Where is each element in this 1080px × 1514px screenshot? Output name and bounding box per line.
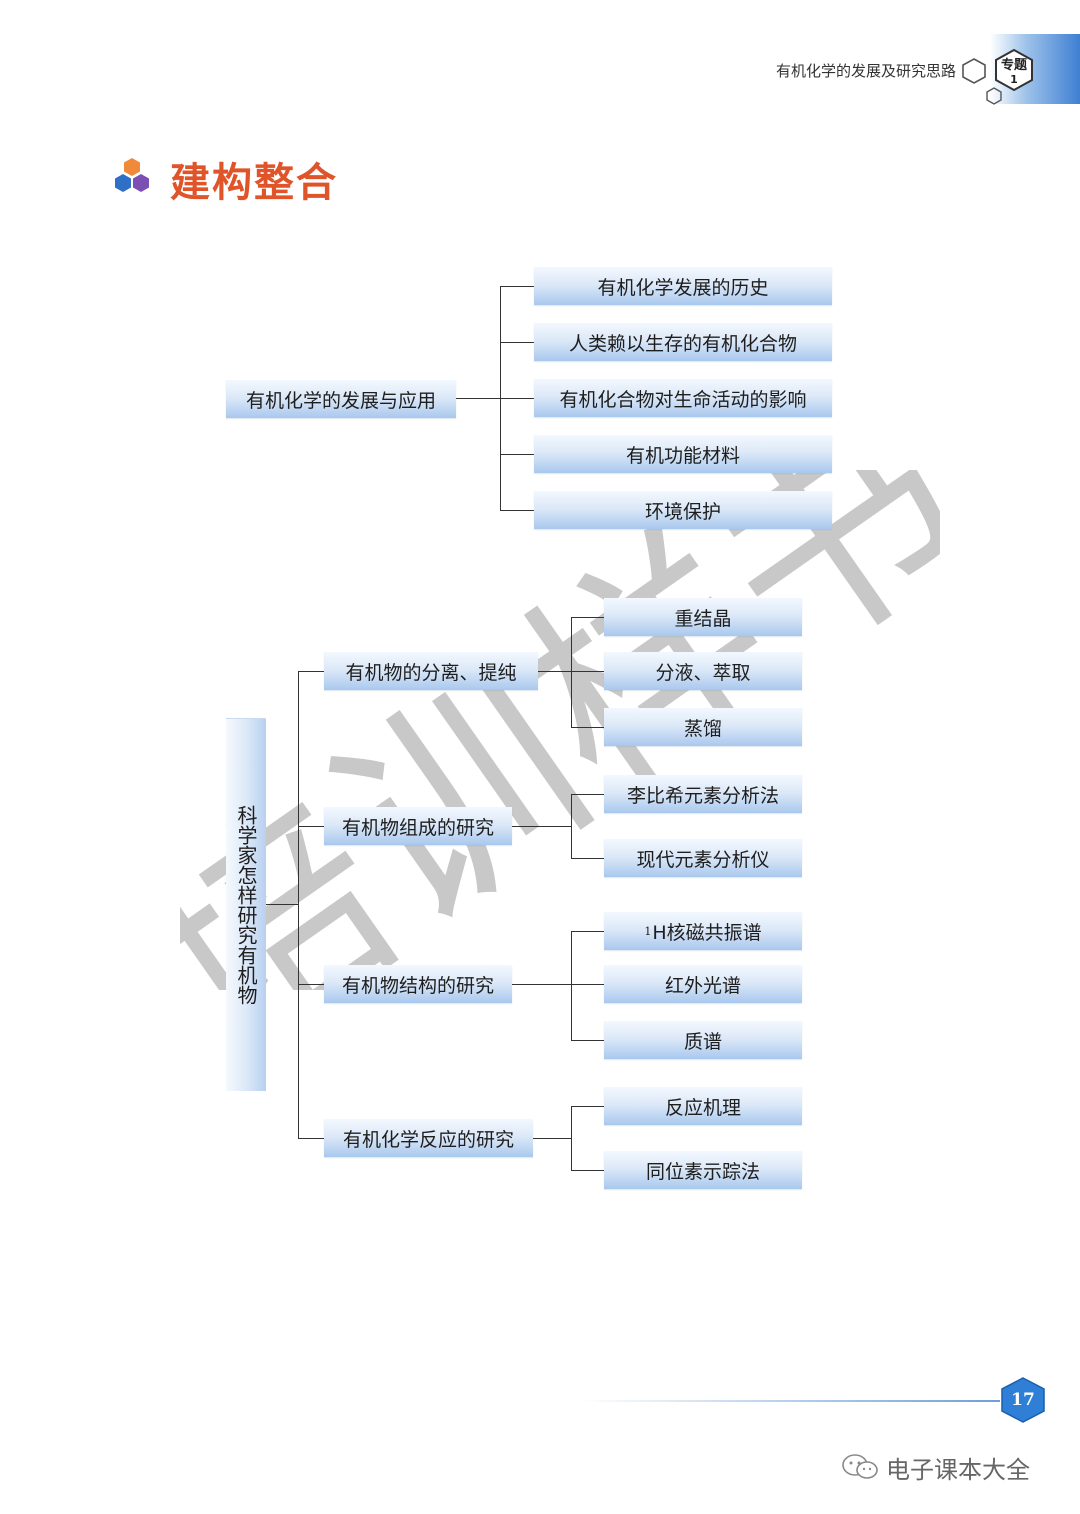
connector — [298, 984, 324, 985]
diagram2-leaf: 反应机理 — [604, 1087, 802, 1125]
diagram1-child: 有机功能材料 — [534, 435, 832, 473]
watermark: 培训样书 — [180, 470, 940, 990]
diagram2-branch: 有机物结构的研究 — [324, 965, 512, 1003]
header-title: 有机化学的发展及研究思路 — [775, 62, 956, 80]
connector — [571, 727, 604, 728]
connector — [266, 904, 298, 905]
diagram1-child: 环境保护 — [534, 491, 832, 529]
connector — [571, 984, 604, 985]
wechat-watermark: 电子课本大全 — [840, 1450, 1030, 1484]
wechat-icon — [842, 1454, 878, 1479]
diagram2-leaf: 同位素示踪法 — [604, 1151, 802, 1189]
connector — [298, 671, 299, 1138]
connector — [298, 826, 324, 827]
connector — [500, 454, 534, 455]
diagram2-root-label: 科学家怎样研究有机物 — [234, 805, 258, 1005]
diagram1-child: 有机化合物对生命活动的影响 — [534, 379, 832, 417]
diagram2-leaf: 现代元素分析仪 — [604, 839, 802, 877]
diagram2-branch: 有机化学反应的研究 — [324, 1119, 533, 1157]
connector — [571, 858, 604, 859]
section-title: 建构整合 — [170, 160, 338, 206]
connector — [500, 286, 534, 287]
connector — [538, 671, 571, 672]
superscript-1: 1 — [644, 924, 652, 938]
header-hexagon-icon: 专题 1 — [962, 48, 1033, 105]
connector — [298, 1138, 324, 1139]
connector — [571, 671, 604, 672]
diagram2-leaf: 分液、萃取 — [604, 652, 802, 690]
diagram2-leaf: 蒸馏 — [604, 708, 802, 746]
diagram1-child: 有机化学发展的历史 — [534, 267, 832, 305]
diagram1-child: 人类赖以生存的有机化合物 — [534, 323, 832, 361]
connector — [500, 398, 534, 399]
connector — [571, 794, 604, 795]
connector — [500, 342, 534, 343]
diagram2-leaf: 重结晶 — [604, 598, 802, 636]
connector — [456, 398, 500, 399]
diagram2-root: 科学家怎样研究有机物 — [226, 718, 266, 1091]
connector — [571, 794, 572, 859]
connector — [571, 617, 604, 618]
diagram2-branch: 有机物的分离、提纯 — [324, 652, 538, 690]
diagram2-leaf-label: H核磁共振谱 — [652, 921, 762, 944]
connector — [298, 671, 324, 672]
connector — [571, 1040, 604, 1041]
watermark-text: 培训样书 — [180, 470, 940, 990]
header-badge-text: 专题 — [1001, 57, 1028, 73]
diagram2-leaf: 红外光谱 — [604, 965, 802, 1003]
connector — [512, 984, 571, 985]
connector — [512, 826, 571, 827]
connector — [500, 510, 534, 511]
diagram2-leaf: 李比希元素分析法 — [604, 775, 802, 813]
diagram1-root: 有机化学的发展与应用 — [226, 380, 456, 418]
header-badge-number: 1 — [1010, 73, 1018, 86]
footer-line — [580, 1400, 1000, 1402]
diagram2-branch: 有机物组成的研究 — [324, 807, 512, 845]
connector — [571, 931, 604, 932]
connector — [571, 1106, 572, 1171]
page-number-hexagon-icon — [1001, 1377, 1045, 1423]
connector — [571, 931, 572, 1041]
wechat-account-name: 电子课本大全 — [886, 1455, 1030, 1484]
cubes-logo-icon — [115, 158, 149, 192]
page-number: 17 — [1011, 1390, 1035, 1410]
connector — [571, 1106, 604, 1107]
connector — [571, 617, 572, 727]
connector — [571, 1170, 604, 1171]
diagram2-leaf: 质谱 — [604, 1021, 802, 1059]
connector — [533, 1138, 571, 1139]
